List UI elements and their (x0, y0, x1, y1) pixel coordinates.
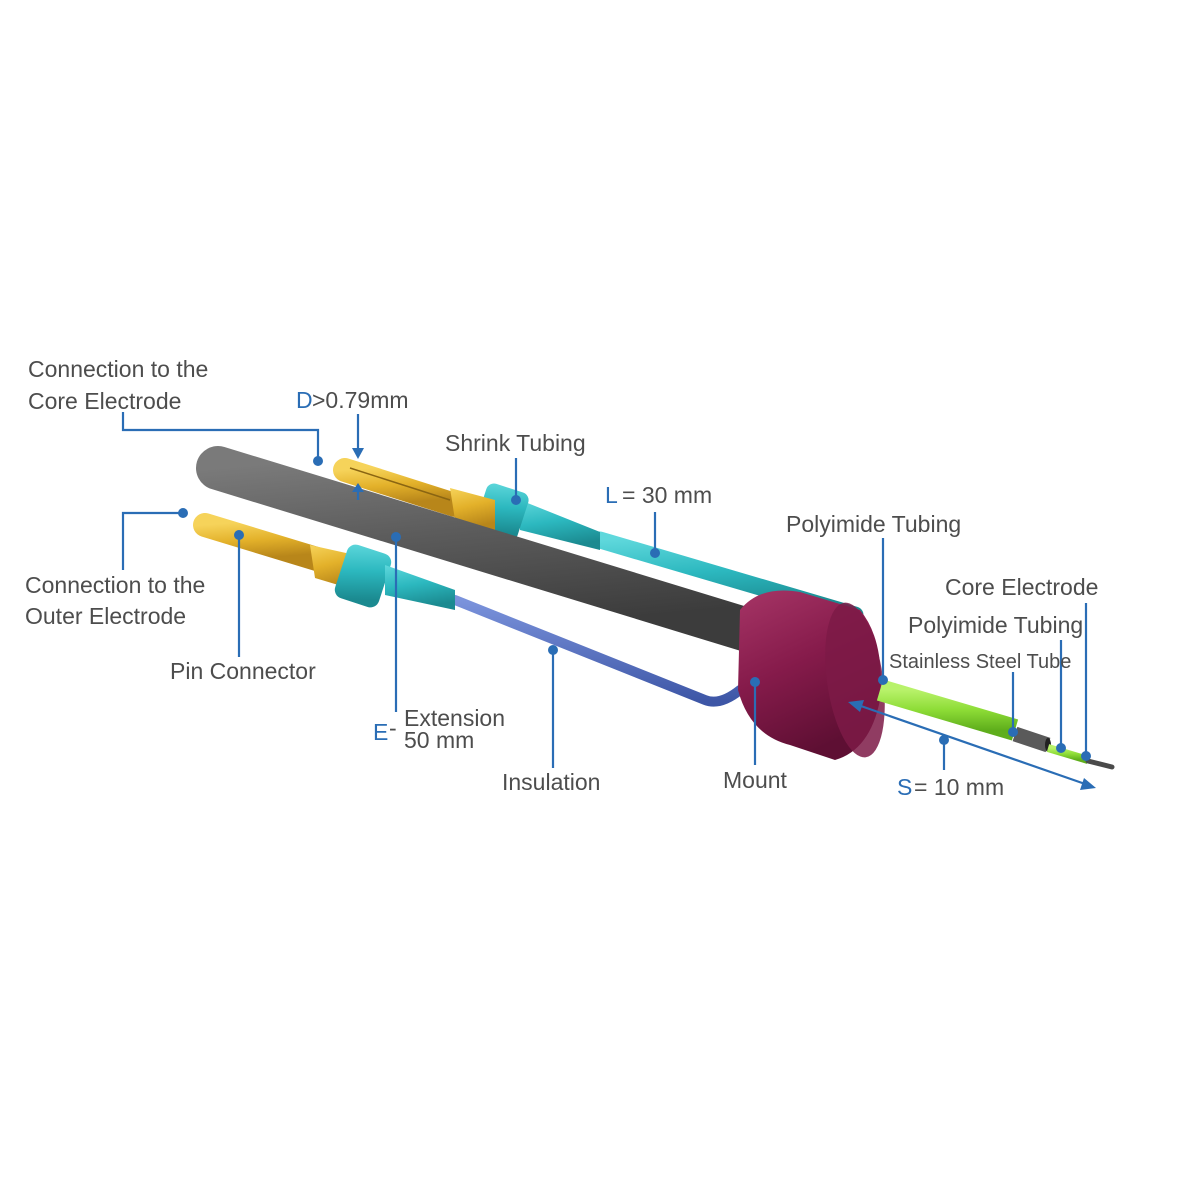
label-length-value: = 30 mm (622, 482, 712, 508)
label-shrink-tubing: Shrink Tubing (445, 430, 586, 456)
lower-pin-connector (193, 513, 355, 590)
label-extension-dash: - (389, 715, 397, 741)
label-connection-core-line1: Connection to the (28, 356, 208, 382)
label-mount: Mount (723, 767, 788, 793)
electrode-tip (876, 679, 1115, 770)
label-extension-symbol: E (373, 719, 388, 745)
label-extension-line2: 50 mm (404, 727, 474, 753)
label-connection-core-line2: Core Electrode (28, 388, 181, 414)
label-stick-out-symbol: S (897, 774, 912, 800)
label-extension-line1: Extension (404, 705, 505, 731)
label-pin-connector: Pin Connector (170, 658, 316, 684)
core-rod (196, 446, 802, 662)
label-core-electrode: Core Electrode (945, 574, 1098, 600)
label-stainless-steel-tube: Stainless Steel Tube (889, 651, 1071, 673)
label-connection-outer-line1: Connection to the (25, 572, 205, 598)
mount-body (738, 590, 885, 760)
label-insulation: Insulation (502, 769, 600, 795)
label-connection-outer-line2: Outer Electrode (25, 603, 186, 629)
lower-shrink-tube (334, 544, 455, 610)
label-length-symbol: L (605, 482, 618, 508)
leaders (121, 412, 1096, 790)
label-diameter-value: >0.79mm (312, 387, 409, 413)
label-stick-out-value: = 10 mm (914, 774, 1004, 800)
label-polyimide-tubing-outer: Polyimide Tubing (786, 511, 961, 537)
label-polyimide-tubing-inner: Polyimide Tubing (908, 612, 1083, 638)
label-diameter-symbol: D (296, 387, 313, 413)
